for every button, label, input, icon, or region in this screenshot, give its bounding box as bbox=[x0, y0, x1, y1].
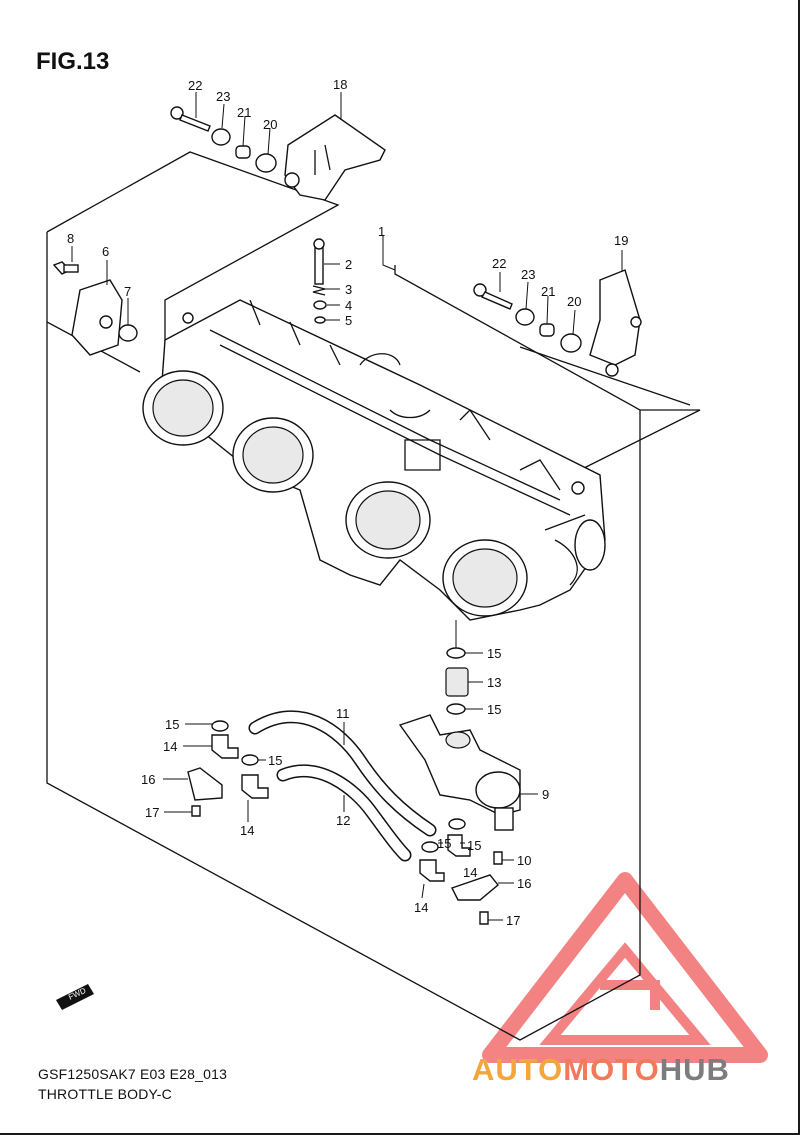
part-15-oring-b bbox=[446, 703, 466, 715]
leader-lines bbox=[71, 92, 623, 921]
callout-14a: 14 bbox=[163, 739, 177, 754]
callout-23: 23 bbox=[216, 89, 230, 104]
callout-1: 1 bbox=[378, 224, 385, 239]
part-5-ring bbox=[314, 316, 326, 324]
part-13-joint bbox=[445, 667, 469, 697]
part-21-collar-a bbox=[235, 145, 251, 159]
callout-20: 20 bbox=[263, 117, 277, 132]
part-14-fitting-a bbox=[211, 734, 239, 759]
part-19-bracket bbox=[589, 269, 642, 377]
throttle-body-assembly bbox=[142, 299, 606, 621]
brand-part-hub: HUB bbox=[659, 1052, 730, 1087]
part-15-oring-f bbox=[421, 841, 439, 853]
part-9-valve bbox=[398, 714, 521, 831]
callout-2: 2 bbox=[345, 257, 352, 272]
callout-5: 5 bbox=[345, 313, 352, 328]
callout-9: 9 bbox=[542, 787, 549, 802]
callout-7: 7 bbox=[124, 284, 131, 299]
part-6-sensor bbox=[71, 279, 123, 356]
part-23-washer-b bbox=[515, 308, 535, 326]
callout-15b: 15 bbox=[487, 702, 501, 717]
part-16-plate-a bbox=[187, 767, 223, 801]
callout-15a: 15 bbox=[487, 646, 501, 661]
callout-8: 8 bbox=[67, 231, 74, 246]
callout-15f: 15 bbox=[437, 836, 451, 851]
part-17-bolt-b bbox=[479, 911, 489, 925]
part-20-grommet-b bbox=[560, 333, 582, 353]
callout-21: 21 bbox=[237, 105, 251, 120]
part-8-bolt bbox=[52, 261, 79, 275]
brand-part-moto: MOTO bbox=[563, 1052, 660, 1087]
part-14-fitting-b bbox=[241, 774, 269, 799]
callout-19: 19 bbox=[614, 233, 628, 248]
figure-title: FIG.13 bbox=[36, 48, 110, 75]
callout-10: 10 bbox=[517, 853, 531, 868]
watermark-brand: AUTOMOTOHUB bbox=[472, 1052, 730, 1088]
part-4-washer bbox=[313, 300, 327, 310]
callout-14d: 14 bbox=[414, 900, 428, 915]
callout-6: 6 bbox=[102, 244, 109, 259]
assembly-boundary-2 bbox=[579, 409, 701, 471]
section-caption: THROTTLE BODY-C bbox=[38, 1086, 172, 1102]
part-2-screw bbox=[313, 238, 325, 285]
callout-16a: 16 bbox=[141, 772, 155, 787]
part-15-oring-a bbox=[446, 647, 466, 659]
callout-4: 4 bbox=[345, 298, 352, 313]
assembly-boundary bbox=[46, 151, 641, 1041]
callout-12: 12 bbox=[336, 813, 350, 828]
part-15-oring-d bbox=[241, 754, 259, 766]
part-22-screw-b bbox=[473, 283, 513, 310]
callout-3: 3 bbox=[345, 282, 352, 297]
callout-15c: 15 bbox=[165, 717, 179, 732]
callout-17a: 17 bbox=[145, 805, 159, 820]
callout-21b: 21 bbox=[541, 284, 555, 299]
part-18-bracket bbox=[284, 114, 386, 201]
callout-22b: 22 bbox=[492, 256, 506, 271]
part-20-grommet-a bbox=[255, 153, 277, 173]
part-14-fitting-d bbox=[419, 859, 445, 882]
callout-14b: 14 bbox=[240, 823, 254, 838]
watermark-logo-icon bbox=[482, 872, 768, 1063]
callout-18: 18 bbox=[333, 77, 347, 92]
callout-22: 22 bbox=[188, 78, 202, 93]
brand-part-auto: AUTO bbox=[472, 1052, 564, 1087]
part-14-fitting-c bbox=[447, 834, 471, 857]
part-3-spring bbox=[312, 285, 326, 296]
part-17-bolt-a bbox=[191, 805, 201, 817]
part-15-oring-e bbox=[448, 818, 466, 830]
part-21-collar-b bbox=[539, 323, 555, 337]
callout-13: 13 bbox=[487, 675, 501, 690]
part-23-washer-a bbox=[211, 128, 231, 146]
part-10-bolt bbox=[493, 851, 503, 865]
fwd-arrow-icon: FWD bbox=[56, 984, 94, 1010]
callout-17b: 17 bbox=[506, 913, 520, 928]
callout-14c: 14 bbox=[463, 865, 477, 880]
part-15-oring-c bbox=[211, 720, 229, 732]
model-code-caption: GSF1250SAK7 E03 E28_013 bbox=[38, 1066, 228, 1082]
part-22-screw-a bbox=[170, 106, 211, 132]
callout-23b: 23 bbox=[521, 267, 535, 282]
assembly-boundary-3 bbox=[519, 346, 691, 406]
part-16-plate-b bbox=[451, 874, 499, 901]
callout-11: 11 bbox=[336, 706, 350, 721]
part-7-oring bbox=[118, 324, 138, 342]
callout-15e: 15 bbox=[467, 838, 481, 853]
callout-16b: 16 bbox=[517, 876, 531, 891]
callout-20b: 20 bbox=[567, 294, 581, 309]
callout-15d: 15 bbox=[268, 753, 282, 768]
